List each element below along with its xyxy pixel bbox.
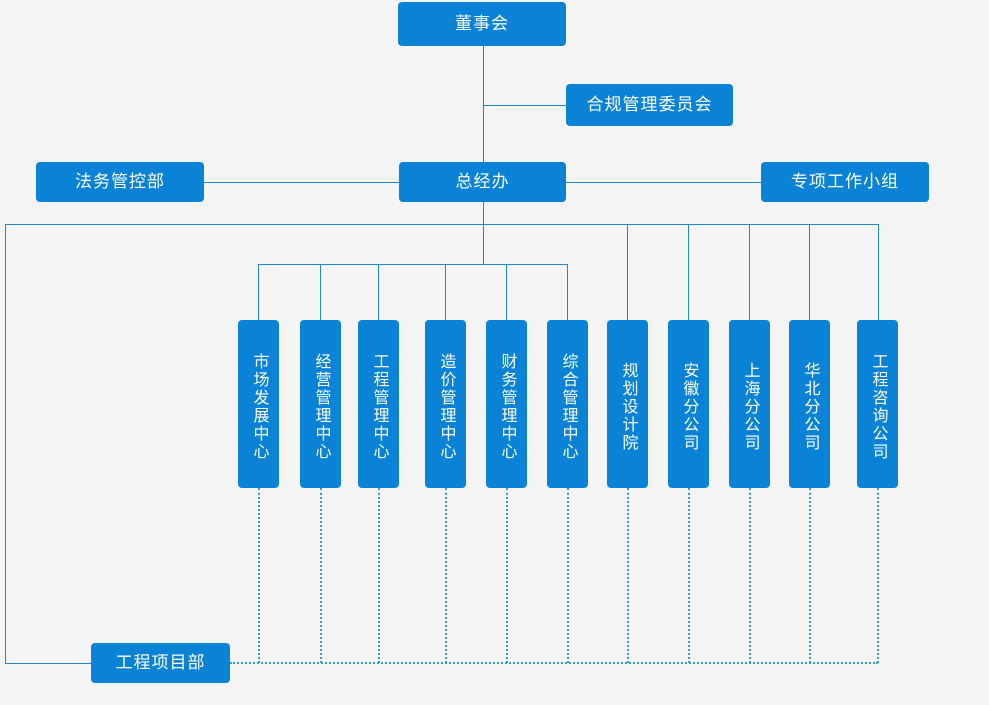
node-department-7[interactable]: 安徽分公司 <box>668 320 709 488</box>
dotted-drop-8 <box>688 488 690 663</box>
connector-drop-center-1 <box>258 264 259 321</box>
connector-drop-center-5 <box>506 264 507 321</box>
node-department-1-label: 经营管理中心 <box>312 353 330 461</box>
node-department-10-label: 工程咨询公司 <box>869 353 887 461</box>
dotted-drop-5 <box>506 488 508 663</box>
node-compliance-committee-label: 合规管理委员会 <box>586 94 713 114</box>
connector-drop-unit-11 <box>878 224 879 321</box>
node-legal-control-label: 法务管控部 <box>75 171 165 191</box>
connector-main-bus <box>5 224 879 225</box>
connector-drop-unit-8 <box>688 224 689 321</box>
node-general-manager-office[interactable]: 总经办 <box>399 162 566 202</box>
node-department-9-label: 华北分公司 <box>801 362 819 452</box>
dotted-drop-10 <box>809 488 811 663</box>
dotted-drop-7 <box>627 488 629 663</box>
node-project-department[interactable]: 工程项目部 <box>91 643 230 683</box>
connector-board-to-gm <box>483 46 484 166</box>
connector-centers-bus <box>258 264 568 265</box>
node-department-0-label: 市场发展中心 <box>250 353 268 461</box>
node-board-label: 董事会 <box>455 13 509 33</box>
dotted-drop-2 <box>320 488 322 663</box>
dotted-drop-1 <box>258 488 260 663</box>
node-department-3-label: 造价管理中心 <box>437 353 455 461</box>
connector-drop-center-4 <box>445 264 446 321</box>
connector-gm-trunk-to-compliance <box>483 105 568 106</box>
node-department-3[interactable]: 造价管理中心 <box>425 320 466 488</box>
connector-left-rail-to-project <box>5 663 91 664</box>
node-department-10[interactable]: 工程咨询公司 <box>857 320 898 488</box>
dotted-drop-4 <box>445 488 447 663</box>
dotted-drop-6 <box>567 488 569 663</box>
node-department-9[interactable]: 华北分公司 <box>789 320 830 488</box>
dotted-drop-9 <box>749 488 751 663</box>
node-compliance-committee[interactable]: 合规管理委员会 <box>566 84 733 126</box>
node-legal-control[interactable]: 法务管控部 <box>36 162 204 202</box>
connector-left-rail <box>5 224 6 663</box>
connector-drop-center-2 <box>320 264 321 321</box>
node-department-5-label: 综合管理中心 <box>559 353 577 461</box>
connector-drop-unit-9 <box>749 224 750 321</box>
dotted-project-bus <box>230 662 878 664</box>
node-department-4[interactable]: 财务管理中心 <box>486 320 527 488</box>
node-department-7-label: 安徽分公司 <box>680 362 698 452</box>
node-department-2-label: 工程管理中心 <box>370 353 388 461</box>
node-board[interactable]: 董事会 <box>398 2 566 46</box>
dotted-drop-11 <box>877 488 879 663</box>
node-special-task-group-label: 专项工作小组 <box>791 171 899 191</box>
node-department-6-label: 规划设计院 <box>619 362 637 452</box>
node-department-0[interactable]: 市场发展中心 <box>238 320 279 488</box>
node-department-2[interactable]: 工程管理中心 <box>358 320 399 488</box>
connector-drop-unit-7 <box>627 224 628 321</box>
node-department-8-label: 上海分公司 <box>741 362 759 452</box>
node-general-manager-office-label: 总经办 <box>455 171 510 191</box>
node-department-1[interactable]: 经营管理中心 <box>300 320 341 488</box>
dotted-drop-3 <box>378 488 380 663</box>
connector-drop-center-3 <box>378 264 379 321</box>
connector-drop-center-6 <box>567 264 568 321</box>
connector-gm-down <box>483 199 484 265</box>
connector-drop-unit-10 <box>809 224 810 321</box>
node-department-8[interactable]: 上海分公司 <box>729 320 770 488</box>
connector-legal-to-gm <box>204 182 400 183</box>
node-department-4-label: 财务管理中心 <box>498 353 516 461</box>
node-department-6[interactable]: 规划设计院 <box>607 320 648 488</box>
node-special-task-group[interactable]: 专项工作小组 <box>761 162 929 202</box>
connector-gm-to-taskgroup <box>566 182 761 183</box>
node-department-5[interactable]: 综合管理中心 <box>547 320 588 488</box>
node-project-department-label: 工程项目部 <box>115 652 206 672</box>
